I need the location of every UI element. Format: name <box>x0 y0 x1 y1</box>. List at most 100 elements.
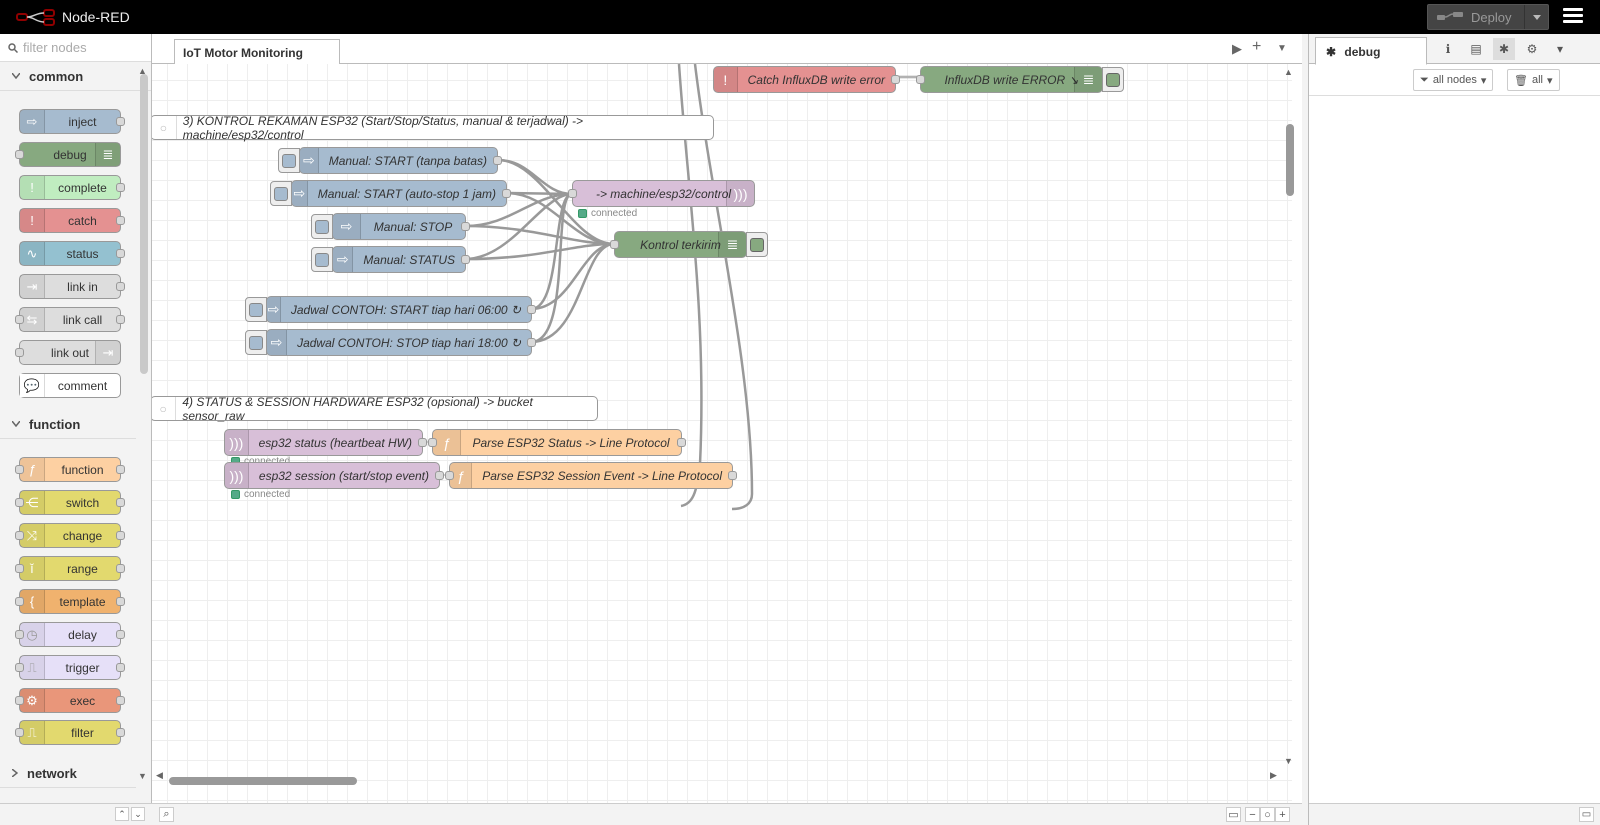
mqtt-signal-icon: ))) <box>225 463 249 488</box>
palette-node-label: template <box>59 594 106 609</box>
deploy-menu-chevron-down-icon[interactable] <box>1524 5 1548 29</box>
node-mqtt-in-esp32-status[interactable]: ))) esp32 status (heartbeat HW) <box>224 429 427 456</box>
palette-node-delay[interactable]: ◷ delay <box>15 622 125 647</box>
node-catch-influxdb-error[interactable]: ! Catch InfluxDB write error <box>713 66 900 93</box>
app-logo: Node-RED <box>16 8 130 26</box>
inject-trigger-button[interactable] <box>278 148 300 173</box>
node-mqtt-in-esp32-session[interactable]: ))) esp32 session (start/stop event) <box>224 462 444 489</box>
zoom-out-icon[interactable]: − <box>1245 807 1260 822</box>
palette-category-network[interactable]: network <box>0 759 136 788</box>
node-mqtt-out-control[interactable]: -> machine/esp32/control ))) <box>568 180 755 207</box>
inject-trigger-button[interactable] <box>311 214 333 239</box>
tab-debug[interactable]: ✱ debug <box>1315 37 1427 65</box>
tab-iot-motor-monitoring[interactable]: IoT Motor Monitoring <box>174 39 340 65</box>
flow-canvas[interactable]: ! Catch InfluxDB write error InfluxDB wr… <box>152 64 1292 803</box>
node-jadwal-start[interactable]: ⇨ Jadwal CONTOH: START tiap hari 06:00 ↻ <box>266 296 536 323</box>
canvas-vertical-scrollbar[interactable] <box>1286 124 1294 196</box>
function-f-icon: ƒ <box>450 463 473 488</box>
trash-icon: 🗑 <box>1514 74 1528 87</box>
comment-section-3[interactable]: ○ 3) KONTROL REKAMAN ESP32 (Start/Stop/S… <box>152 114 714 142</box>
status-text: connected <box>591 208 638 219</box>
palette-node-filter[interactable]: ⎍ filter <box>15 720 125 745</box>
node-kontrol-terkirim-debug[interactable]: Kontrol terkirim ≣ <box>610 231 747 258</box>
inject-trigger-button[interactable] <box>245 297 267 322</box>
header-bar: Node-RED Deploy <box>0 0 1600 34</box>
zoom-in-icon[interactable]: + <box>1275 807 1290 822</box>
palette-node-template[interactable]: { template <box>15 589 125 614</box>
debug-filter-select[interactable]: ⏷ all nodes ▾ <box>1413 69 1494 91</box>
node-influxdb-write-error-debug[interactable]: InfluxDB write ERROR ↘ ≣ <box>916 66 1103 93</box>
palette-category-function[interactable]: function <box>0 410 136 439</box>
collapse-all-icon[interactable]: ⌃ <box>115 807 129 821</box>
zoom-reset-icon[interactable]: ○ <box>1260 807 1275 822</box>
palette-node-inject[interactable]: ⇨ inject <box>19 109 125 134</box>
comment-section-4[interactable]: ○ 4) STATUS & SESSION HARDWARE ESP32 (op… <box>152 394 598 423</box>
palette-scrollbar[interactable] <box>140 74 148 374</box>
palette-node-status[interactable]: ∿ status <box>19 241 125 266</box>
node-manual-start-auto-stop[interactable]: ⇨ Manual: START (auto-stop 1 jam) <box>291 180 511 207</box>
scroll-left-icon[interactable]: ◀ <box>156 770 163 780</box>
palette-node-comment[interactable]: 💬 comment <box>19 373 121 398</box>
inject-trigger-button[interactable] <box>245 330 267 355</box>
node-label: Jadwal CONTOH: START tiap hari 06:00 ↻ <box>290 302 521 317</box>
palette-node-label: filter <box>71 725 94 740</box>
node-parse-esp32-status[interactable]: ƒ Parse ESP32 Status -> Line Protocol <box>428 429 686 456</box>
function-f-icon: ƒ <box>20 458 45 481</box>
chevron-down-icon[interactable]: ▾ <box>1556 42 1564 56</box>
scroll-up-icon[interactable]: ▲ <box>1284 67 1293 77</box>
palette-node-trigger[interactable]: ⎍ trigger <box>15 655 125 680</box>
debug-toggle-button[interactable] <box>1102 67 1124 92</box>
palette-node-function[interactable]: ƒ function <box>15 457 125 482</box>
gear-icon[interactable]: ⚙ <box>1526 42 1538 56</box>
play-icon[interactable]: ▶ <box>1232 41 1242 56</box>
palette-node-link-in[interactable]: ⇥ link in <box>19 274 125 299</box>
palette-search[interactable]: filter nodes <box>0 34 151 62</box>
scroll-down-icon[interactable]: ▼ <box>1284 756 1293 766</box>
add-tab-icon[interactable]: + <box>1252 38 1262 55</box>
palette-node-exec[interactable]: ⚙ exec <box>15 688 125 713</box>
node-manual-status[interactable]: ⇨ Manual: STATUS <box>332 246 470 273</box>
popout-window-icon[interactable]: ▭ <box>1579 807 1594 822</box>
palette-category-common[interactable]: common <box>0 62 151 91</box>
tab-menu-chevron-down-icon[interactable]: ▼ <box>1277 43 1287 54</box>
palette-node-link-call[interactable]: ⇆ link call <box>15 307 125 332</box>
palette-node-debug[interactable]: debug ≣ <box>15 142 121 167</box>
navigator-map-icon[interactable]: ▭ <box>1226 807 1241 822</box>
search-icon[interactable]: ⌕ <box>159 807 174 822</box>
scroll-right-icon[interactable]: ▶ <box>1270 770 1277 780</box>
node-manual-stop[interactable]: ⇨ Manual: STOP <box>332 213 470 240</box>
inject-trigger-button[interactable] <box>311 247 333 272</box>
inject-trigger-button[interactable] <box>270 181 292 206</box>
canvas-horizontal-scrollbar[interactable] <box>169 777 357 785</box>
shuffle-icon: ⤨ <box>20 524 45 547</box>
palette-node-complete[interactable]: ! complete <box>19 175 125 200</box>
scroll-down-icon[interactable]: ▼ <box>138 771 147 781</box>
node-manual-start[interactable]: ⇨ Manual: START (tanpa batas) <box>299 147 502 174</box>
node-label: -> machine/esp32/control <box>595 186 732 201</box>
exclamation-icon: ! <box>714 67 738 92</box>
bug-icon[interactable]: ✱ <box>1493 38 1515 60</box>
node-parse-esp32-session[interactable]: ƒ Parse ESP32 Session Event -> Line Prot… <box>445 462 737 489</box>
deploy-label: Deploy <box>1471 9 1512 25</box>
comment-label: 4) STATUS & SESSION HARDWARE ESP32 (opsi… <box>182 394 533 423</box>
palette-node-range[interactable]: ǐ range <box>15 556 125 581</box>
deploy-button[interactable]: Deploy <box>1427 4 1549 30</box>
main-menu-hamburger-icon[interactable] <box>1563 8 1583 26</box>
palette-node-change[interactable]: ⤨ change <box>15 523 125 548</box>
info-icon[interactable]: ℹ <box>1445 42 1451 56</box>
node-palette: filter nodes common ⇨ inject debug ≣ ! c… <box>0 34 152 825</box>
palette-node-switch[interactable]: ⋲ switch <box>15 490 125 515</box>
scroll-up-icon[interactable]: ▲ <box>138 66 147 76</box>
palette-node-link-out[interactable]: link out ⇥ <box>15 340 121 365</box>
node-label: InfluxDB write ERROR ↘ <box>944 72 1079 87</box>
palette-node-catch[interactable]: ! catch <box>19 208 125 233</box>
debug-clear-select[interactable]: 🗑 all ▾ <box>1507 69 1560 91</box>
debug-toggle-button[interactable] <box>746 232 768 257</box>
palette-category-label: common <box>29 68 84 84</box>
sidebar-splitter[interactable] <box>1302 34 1308 825</box>
expand-all-icon[interactable]: ⌄ <box>131 807 145 821</box>
node-jadwal-stop[interactable]: ⇨ Jadwal CONTOH: STOP tiap hari 18:00 ↻ <box>266 329 536 356</box>
palette-node-label: inject <box>68 114 97 129</box>
book-icon[interactable]: ▤ <box>1470 42 1482 56</box>
search-icon <box>8 42 18 53</box>
